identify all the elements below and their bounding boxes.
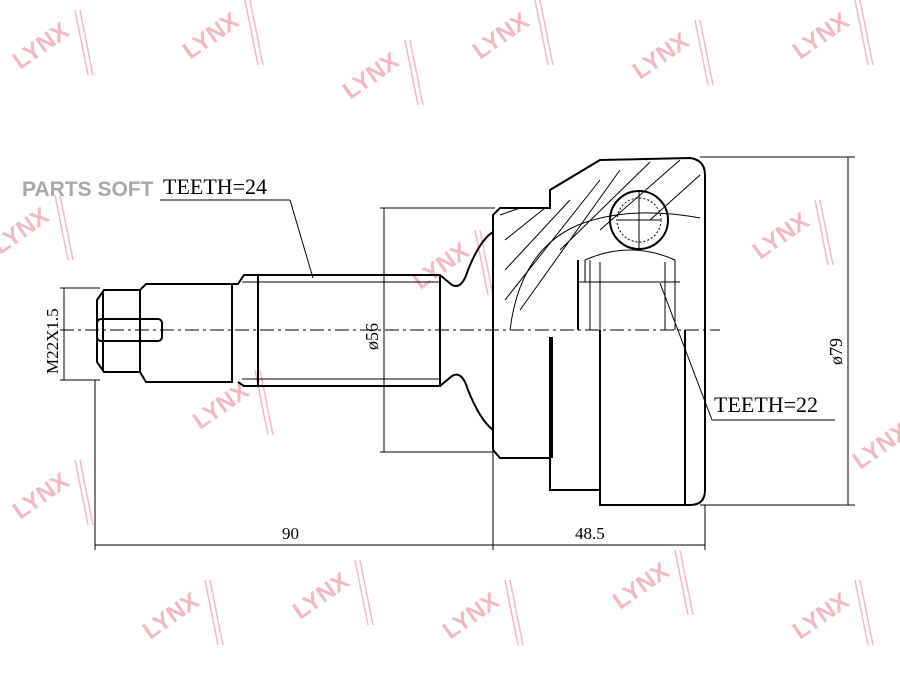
watermark-mark <box>504 579 524 646</box>
watermark-mark <box>54 194 74 261</box>
dimensions <box>60 156 855 550</box>
watermark-logo: LYNX <box>438 587 504 645</box>
watermark-logo: LYNX <box>338 47 404 105</box>
watermark-mark <box>674 549 694 616</box>
watermark-mark <box>74 9 94 76</box>
watermark-mark <box>74 459 94 526</box>
bell-length: 48.5 <box>575 524 605 543</box>
outer-diameter: ø79 <box>826 338 846 365</box>
thread-dimension: M22X1.5 <box>43 308 62 374</box>
watermark-mark <box>854 579 874 646</box>
watermark-mark <box>814 199 834 266</box>
teeth-shaft-label: TEETH=24 <box>163 174 267 199</box>
parts-soft-overlay: PARTS SOFT <box>22 178 154 201</box>
watermark-logo: LYNX <box>138 587 204 645</box>
watermark-logo: LYNX <box>608 557 674 615</box>
bell-housing <box>492 156 706 506</box>
watermark-logo: LYNX <box>0 202 54 260</box>
shaft-diameter: ø56 <box>362 323 382 350</box>
watermark-mark <box>244 0 264 66</box>
watermark-logo: LYNX <box>788 587 854 645</box>
watermark-logo: LYNX <box>8 467 74 525</box>
watermark-logo: LYNX <box>848 417 900 475</box>
watermark-mark <box>204 579 224 646</box>
watermark-mark <box>404 39 424 106</box>
watermark-logo: LYNX <box>788 7 854 65</box>
watermark-layer: LYNX LYNX LYNX LYNX LYNX LYNX LYNX LYNX LYNX LYNX… <box>0 0 900 646</box>
watermark-logo: LYNX <box>8 17 74 75</box>
teeth-inner-label: TEETH=22 <box>714 392 818 417</box>
watermark-logo: LYNX <box>178 7 244 65</box>
stub-shaft <box>96 231 494 431</box>
watermark-mark <box>854 0 874 66</box>
watermark-mark <box>474 229 494 296</box>
watermark-logo: LYNX <box>748 207 814 265</box>
shaft-length: 90 <box>282 524 299 543</box>
watermark-logo: LYNX <box>468 7 534 65</box>
watermark-logo: LYNX <box>408 237 474 295</box>
watermark-logo: LYNX <box>628 27 694 85</box>
watermark-mark <box>354 559 374 626</box>
watermark-logo: LYNX <box>288 567 354 625</box>
watermark-mark <box>694 19 714 86</box>
watermark-mark <box>534 0 554 66</box>
